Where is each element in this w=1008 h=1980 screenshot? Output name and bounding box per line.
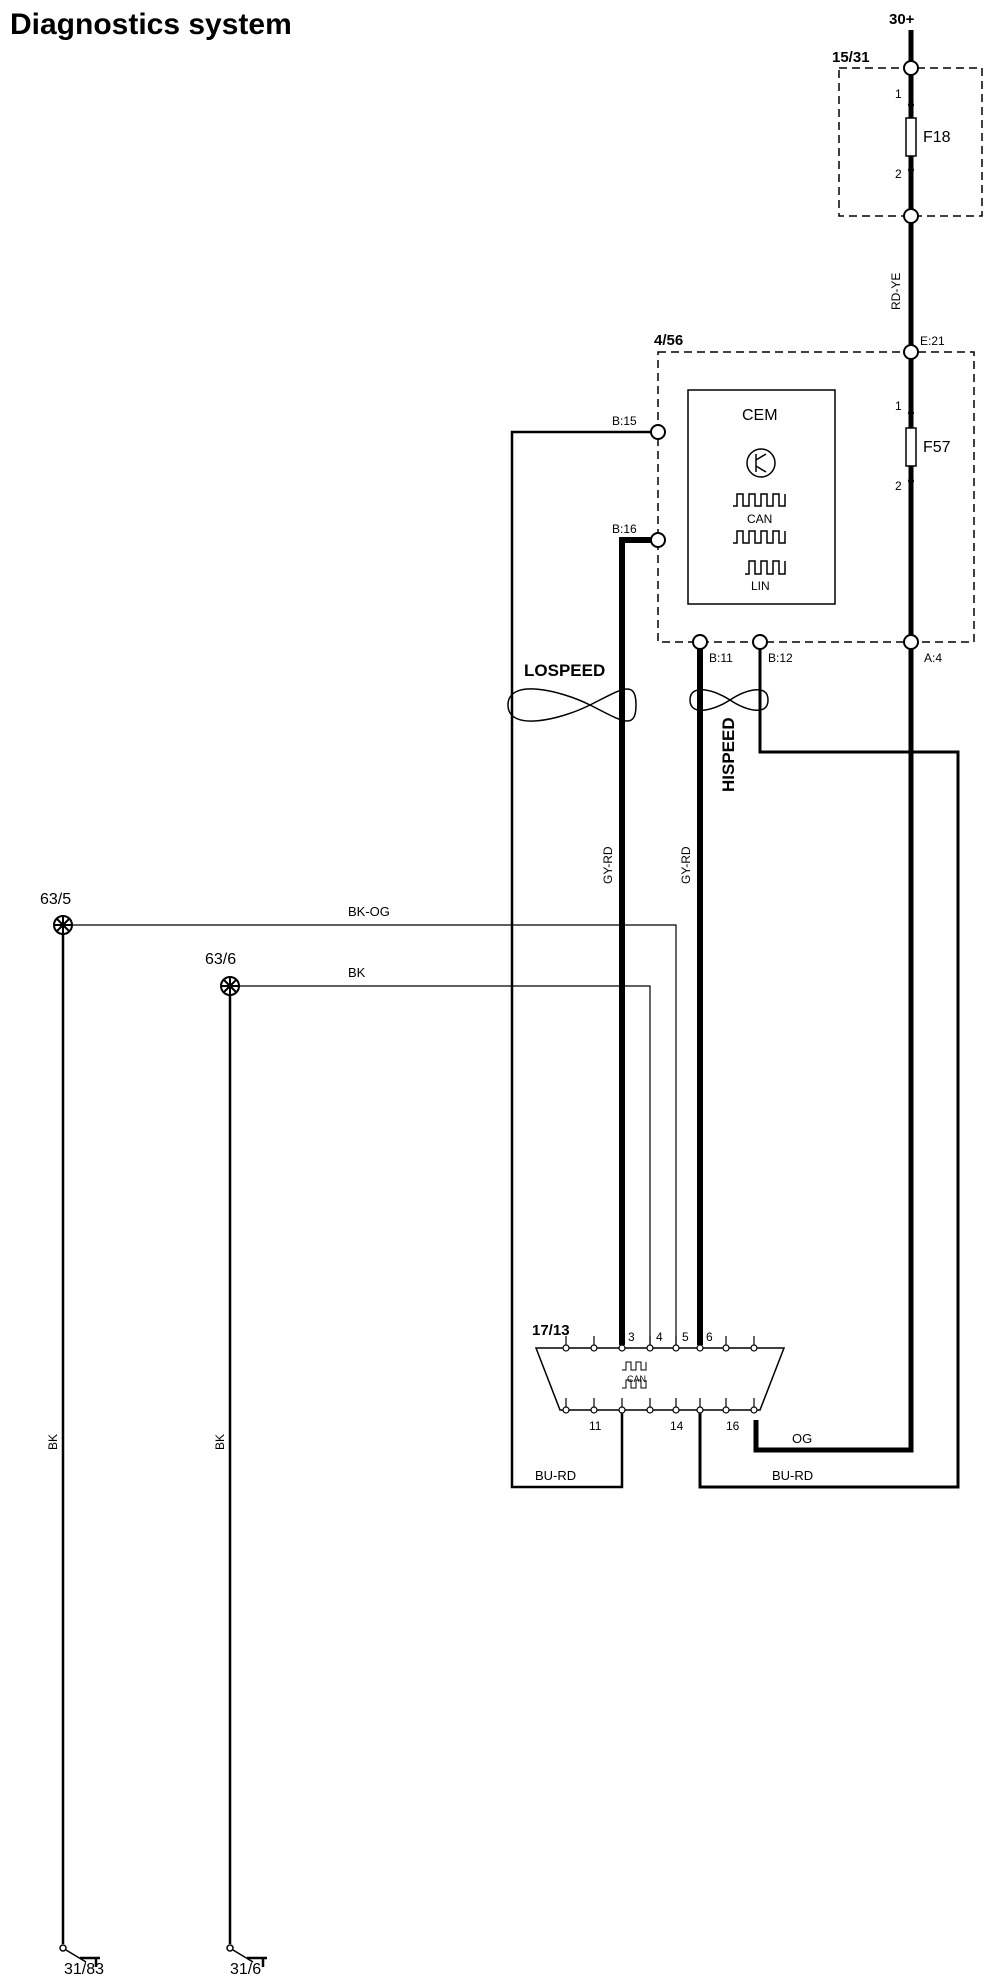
diagnostic-connector-17-13 [534,1347,786,1411]
pin-b12-label: B:12 [768,651,793,665]
wire-label-bu-rd-1: BU-RD [535,1468,576,1483]
connector-pin-5: 5 [682,1330,689,1344]
connector-label: 17/13 [532,1322,570,1339]
ground-terminal-label-31-83: 31/83 [64,1961,104,1978]
fuse-f57-pin-1: 1 [895,399,902,413]
wire-label-bk-left-2: BK [213,1434,227,1450]
node-b15 [650,424,666,440]
fuse-f18-symbol [905,117,917,157]
ground-terminal-31-83 [59,1944,100,1967]
pin-b16-label: B:16 [612,522,637,536]
fuse-f18-pin-1: 1 [895,87,902,101]
ground-terminal-31-6 [226,1944,267,1967]
diagram-title: Diagnostics system [10,8,292,41]
node-f18-out [903,208,919,224]
gy-rd-wire-b16 [619,537,658,1345]
connector-pin-4: 4 [656,1330,663,1344]
node-b11 [692,634,708,650]
twist-lospeed-label: LOSPEED [524,661,605,680]
bu-rd-wire-b15 [510,430,658,1489]
pin-b11-label: B:11 [709,651,733,665]
wire-label-rd-ye: RD-YE [889,273,903,310]
node-b12 [752,634,768,650]
wire-label-og: OG [792,1431,812,1446]
cem-box-label: 4/56 [654,332,683,349]
cem-module-label: CEM [742,407,778,424]
transistor-icon [746,448,776,478]
cem-lin-label: LIN [751,579,770,593]
connector-pin-3: 3 [628,1330,635,1344]
can-signal-icon [733,493,786,544]
pin-a4-label: A:4 [924,651,942,665]
supply-label: 30+ [889,11,915,28]
twist-hispeed [689,689,769,711]
fuse-f18-pin-2: 2 [895,167,902,181]
node-b16 [650,532,666,548]
wire-label-bk-left-1: BK [46,1434,60,1450]
node-30-plus [903,60,919,76]
ground-point-63-5 [53,915,73,935]
connector-pin-14: 14 [670,1419,684,1433]
twist-lospeed [507,688,637,722]
ground-wire-bk [230,985,651,1345]
wire-label-bk: BK [348,965,366,980]
connector-bottom-pins [562,1398,758,1414]
ground-point-label-63-6: 63/6 [205,951,236,968]
cem-can-label: CAN [747,512,772,526]
wire-label-bk-og: BK-OG [348,904,390,919]
node-e21 [903,344,919,360]
lin-signal-icon [745,560,786,575]
node-a4 [903,634,919,650]
wire-label-gy-rd-2: GY-RD [679,846,693,884]
fuse-box-label: 15/31 [832,49,870,66]
pin-e21-label: E:21 [920,334,945,348]
connector-pin-6: 6 [706,1330,713,1344]
wire-label-bu-rd-2: BU-RD [772,1468,813,1483]
feed-wire-rd-ye [753,30,914,1453]
ground-point-label-63-5: 63/5 [40,891,71,908]
connector-top-pins [562,1336,758,1352]
fuse-f57-label: F57 [923,439,951,456]
cem-module [687,389,836,605]
connector-pin-11: 11 [589,1419,602,1433]
ground-terminal-label-31-6: 31/6 [230,1961,261,1978]
cem-box-4-56 [657,351,975,643]
hispeed-return-wire [698,642,960,1489]
fuse-f57-pin-2: 2 [895,479,902,493]
wire-label-gy-rd-1: GY-RD [601,846,615,884]
connector-can-icon [622,1361,647,1389]
twist-hispeed-label: HISPEED [719,717,738,792]
fuse-f18-label: F18 [923,129,951,146]
ground-point-63-6 [220,976,240,996]
connector-pin-16: 16 [726,1419,740,1433]
fuse-f57-symbol [905,427,917,467]
pin-b15-label: B:15 [612,414,637,428]
connector-can-label: CAN [627,1374,646,1384]
ground-wire-bk-og [63,924,677,1345]
